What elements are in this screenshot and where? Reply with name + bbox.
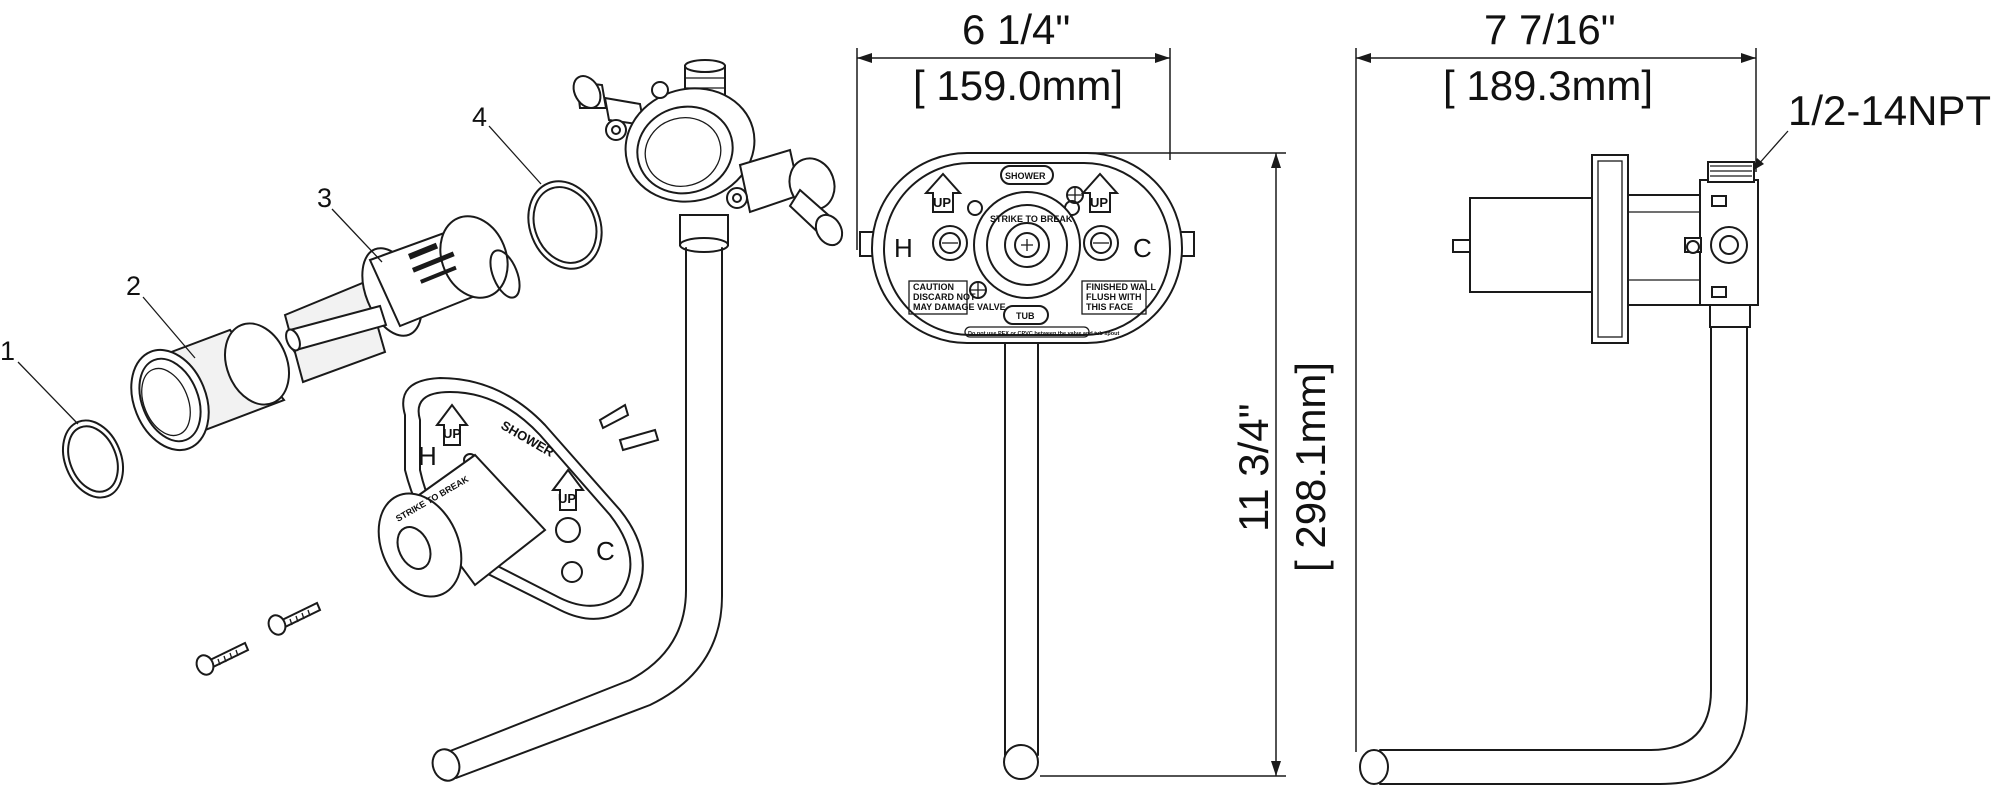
part-2-sleeve xyxy=(130,322,290,452)
front-caution-line-1: CAUTION xyxy=(913,282,954,292)
side-view: 7 7/16" [ 189.3mm] 1/2-14NPT xyxy=(1355,6,1991,785)
front-hot-label: H xyxy=(894,233,913,263)
thread-spec: 1/2-14NPT xyxy=(1788,87,1991,134)
front-flush-line-2: FLUSH WITH xyxy=(1086,292,1142,302)
part-4-o-ring xyxy=(527,180,603,270)
iso-up-label-2: UP xyxy=(558,491,576,506)
height-mm: [ 298.1mm] xyxy=(1287,362,1334,572)
iso-hot-label: H xyxy=(418,441,437,471)
exploded-view: 1 2 3 xyxy=(0,59,844,782)
front-up-label-right: UP xyxy=(1090,195,1108,210)
front-tub-label: TUB xyxy=(1016,311,1035,321)
leader-1 xyxy=(17,361,79,425)
front-warning-label: Do not use PEX or CPVC between the valve… xyxy=(968,331,1119,337)
front-caution-line-3: MAY DAMAGE VALVE xyxy=(913,302,1006,312)
iso-up-label-1: UP xyxy=(443,426,461,441)
side-width-inches: 7 7/16" xyxy=(1484,6,1616,53)
front-flush-line-3: THIS FACE xyxy=(1086,302,1133,312)
side-width-mm: [ 189.3mm] xyxy=(1443,62,1653,109)
tub-pipe-isometric xyxy=(431,247,723,782)
front-flush-line-1: FINISHED WALL xyxy=(1086,282,1156,292)
mounting-screws xyxy=(195,601,322,676)
front-width-inches: 6 1/4" xyxy=(962,6,1070,53)
front-shower-label: SHOWER xyxy=(1005,171,1046,181)
leader-4 xyxy=(488,125,542,185)
front-strike-label: STRIKE TO BREAK xyxy=(990,214,1073,224)
callout-4: 4 xyxy=(472,102,487,132)
part-3-cartridge xyxy=(283,215,521,384)
callout-1: 1 xyxy=(0,336,15,366)
callout-2: 2 xyxy=(126,271,141,301)
front-cold-label: C xyxy=(1133,233,1152,263)
front-view: 6 1/4" [ 159.0mm] SHOWER UP UP H C xyxy=(856,6,1334,780)
valve-body-isometric xyxy=(572,59,844,253)
plaster-guard-isometric: UP UP SHOWER H C STRIKE TO BREAK xyxy=(377,376,660,620)
iso-cold-label: C xyxy=(596,536,615,566)
height-inches: 11 3/4" xyxy=(1230,403,1277,532)
callout-3: 3 xyxy=(317,183,332,213)
part-1-o-ring xyxy=(62,419,124,499)
front-caution-line-2: DISCARD NOT xyxy=(913,292,976,302)
front-width-mm: [ 159.0mm] xyxy=(913,62,1123,109)
leader-3 xyxy=(331,208,383,263)
leader-2 xyxy=(142,296,196,359)
front-up-label-left: UP xyxy=(933,195,951,210)
